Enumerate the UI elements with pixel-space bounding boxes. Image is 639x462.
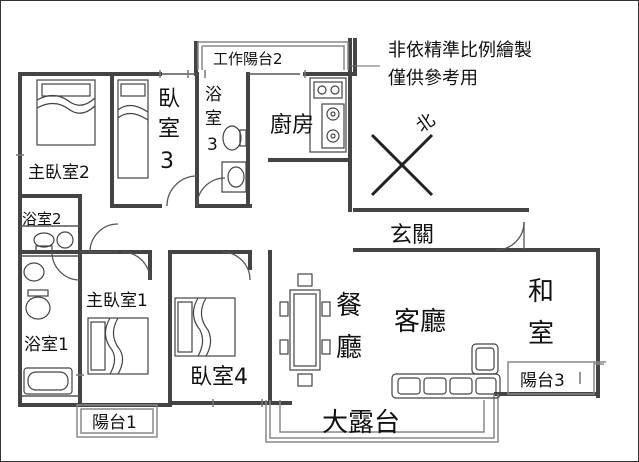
sofa-icon	[391, 343, 501, 399]
label-bath-3-c: 3	[207, 135, 218, 155]
north-arrow-icon	[370, 133, 434, 197]
label-japanese-room-b: 室	[528, 319, 554, 349]
label-living: 客廳	[394, 307, 446, 337]
label-bath-1: 浴室1	[24, 335, 69, 355]
bed-bedroom-4-icon	[174, 297, 236, 357]
note-line-1: 非依精準比例繪製	[388, 40, 532, 61]
sink-bath-3-icon	[221, 161, 247, 193]
label-bedroom-3-b: 室	[158, 117, 180, 142]
label-kitchen: 廚房	[270, 113, 314, 138]
label-bath-3-a: 浴	[205, 85, 222, 105]
label-utility-balcony: 工作陽台2	[213, 50, 283, 68]
balcony-3-outline	[507, 361, 606, 395]
sink-bath-2-icon	[56, 231, 74, 249]
dining-table-icon	[279, 273, 331, 387]
sink-bath-1-icon	[23, 262, 45, 282]
partition-lines	[20, 73, 300, 397]
label-dining-b: 廳	[336, 333, 362, 363]
note-line-2: 僅供參考用	[388, 68, 478, 89]
label-balcony-3: 陽台3	[520, 371, 565, 391]
terrace-outline	[265, 394, 499, 443]
label-bath-3-b: 室	[205, 109, 222, 129]
kitchen-counter-icon	[309, 77, 347, 153]
label-entrance: 玄關	[390, 223, 434, 248]
label-terrace: 大露台	[322, 408, 400, 438]
label-japanese-room-a: 和	[528, 277, 554, 307]
bed-master-1-icon	[87, 317, 149, 375]
wall-ticks	[16, 70, 581, 407]
toilet-bath-2-icon	[33, 232, 55, 252]
doors	[51, 175, 525, 281]
label-bedroom-3-a: 臥	[158, 87, 180, 112]
toilet-bath-3-icon	[222, 125, 247, 151]
label-balcony-1: 陽台1	[92, 413, 137, 433]
bed-bedroom-3-icon	[117, 79, 149, 179]
toilet-bath-1-icon	[25, 289, 51, 320]
balcony-1-outline	[76, 404, 158, 438]
label-master-bedroom-1: 主臥室1	[86, 291, 148, 311]
label-bedroom-4: 臥室4	[190, 365, 248, 390]
utility-balcony-outline	[197, 41, 349, 70]
bed-master-2-icon	[36, 79, 96, 146]
label-bedroom-3-c: 3	[160, 149, 174, 174]
label-bath-2: 浴室2	[22, 210, 62, 228]
label-master-bedroom-2: 主臥室2	[28, 163, 90, 183]
label-dining-a: 餐	[336, 291, 362, 321]
bathtub-icon	[23, 367, 73, 395]
